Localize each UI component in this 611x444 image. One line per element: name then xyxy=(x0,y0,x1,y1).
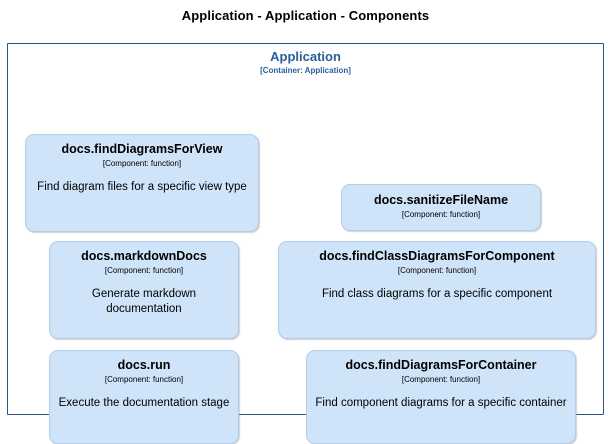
component-type: [Component: function] xyxy=(401,375,481,384)
component-description: Find diagram files for a specific view t… xyxy=(37,181,247,193)
component-box-find-diagrams-for-view[interactable]: docs.findDiagramsForView [Component: fun… xyxy=(25,134,259,232)
component-box-run[interactable]: docs.run [Component: function] Execute t… xyxy=(49,350,239,444)
component-box-markdown-docs[interactable]: docs.markdownDocs [Component: function] … xyxy=(49,241,239,339)
component-name: docs.markdownDocs xyxy=(81,249,207,263)
component-description: Execute the documentation stage xyxy=(58,397,230,409)
component-type: [Component: function] xyxy=(104,266,184,275)
component-box-find-diagrams-for-container[interactable]: docs.findDiagramsForContainer [Component… xyxy=(306,350,576,444)
component-description: Generate markdown documentation xyxy=(91,288,197,315)
component-box-find-class-diagrams-for-component[interactable]: docs.findClassDiagramsForComponent [Comp… xyxy=(278,241,596,339)
component-description: Find class diagrams for a specific compo… xyxy=(321,288,553,300)
container-type: [Container: Application] xyxy=(260,66,351,75)
component-name: docs.sanitizeFileName xyxy=(373,193,509,207)
component-name: docs.run xyxy=(117,358,171,372)
component-type: [Component: function] xyxy=(397,266,477,275)
component-name: docs.findDiagramsForContainer xyxy=(345,358,537,372)
container-boundary-application: Application [Container: Application] doc… xyxy=(7,43,604,444)
component-box-sanitize-file-name[interactable]: docs.sanitizeFileName [Component: functi… xyxy=(341,184,541,231)
component-description: Find component diagrams for a specific c… xyxy=(315,397,567,409)
container-name: Application xyxy=(270,49,341,64)
component-name: docs.findClassDiagramsForComponent xyxy=(319,249,555,263)
component-type: [Component: function] xyxy=(401,210,481,219)
container-heading: Application [Container: Application] xyxy=(8,49,603,77)
component-name: docs.findDiagramsForView xyxy=(61,142,223,156)
component-type: [Component: function] xyxy=(102,159,182,168)
component-type: [Component: function] xyxy=(104,375,184,384)
page-title: Application - Application - Components xyxy=(181,8,430,23)
